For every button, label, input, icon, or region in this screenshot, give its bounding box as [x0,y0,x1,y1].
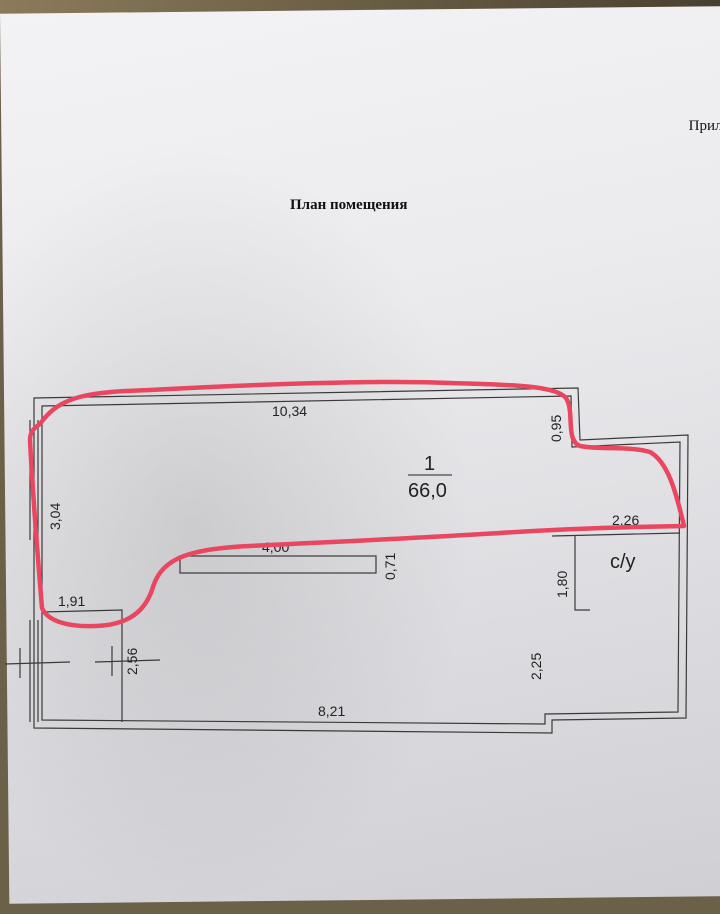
page-title: План помещения [290,197,408,213]
marker-cross [4,646,161,678]
dim-left-height: 3,04 [47,503,63,530]
dim-partition-depth: 0,71 [382,553,398,580]
outer-wall [33,387,689,734]
dim-lower-left-width: 1,91 [58,593,85,609]
left-window [29,420,39,722]
dim-right-notch: 0,95 [548,415,564,442]
room-area: 66,0 [408,480,447,502]
dim-top-width: 10,34 [272,403,307,419]
dim-wc-width: 2,26 [612,512,639,528]
lower-left-box [41,609,123,722]
dim-right-lower-height: 2,25 [528,653,544,680]
room-number: 1 [424,453,435,475]
wc-partition [551,532,681,611]
appendix-header: Прилож [688,118,720,134]
highlight-outline [27,379,687,629]
dim-wc-height: 1,80 [554,571,570,598]
dim-bottom-width: 8,21 [318,703,345,719]
wc-label: с/у [610,551,636,573]
partition-block [179,555,377,574]
walls [4,387,689,734]
dim-lower-left-height: 2,56 [124,648,140,675]
